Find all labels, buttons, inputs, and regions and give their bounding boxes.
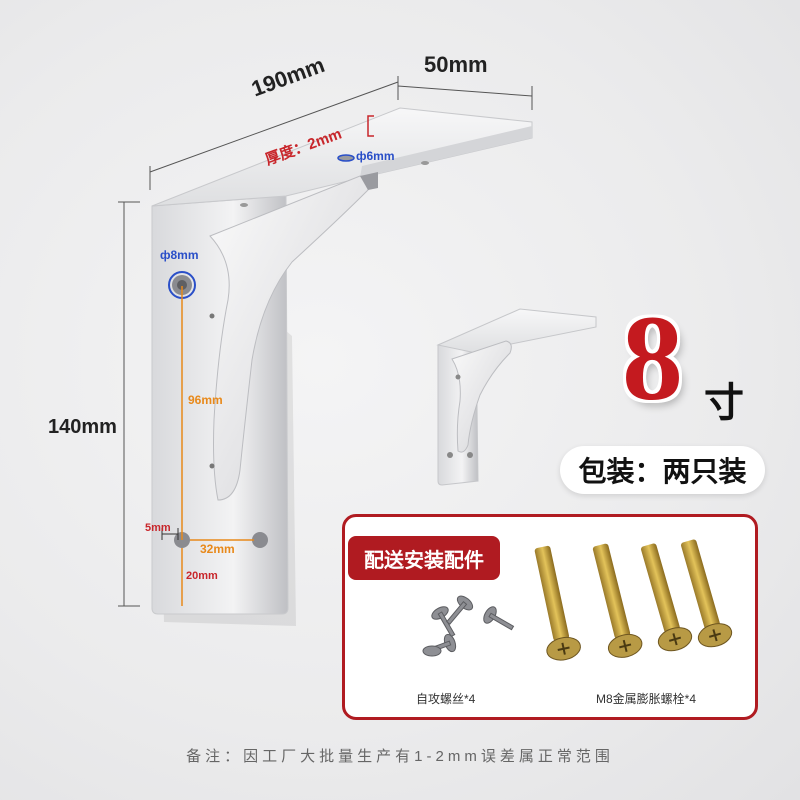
hole-6mm (337, 154, 355, 162)
dim-height: 140mm (48, 416, 117, 438)
packaging-badge: 包装：两只装 (560, 446, 765, 494)
expansion-bolts-icon (534, 539, 733, 661)
dim-hole-vertical: 96mm (188, 393, 223, 407)
dim-small-hole: ф6mm (356, 149, 395, 163)
dim-edge-side: 5mm (145, 522, 171, 534)
dim-width: 50mm (424, 52, 488, 77)
support-web (209, 175, 369, 501)
size-number: 8 (622, 291, 683, 426)
footnote: 备注：因工厂大批量生产有1-2mm误差属正常范围 (186, 748, 614, 765)
small-bracket-illustration (436, 308, 597, 486)
accessory-label-screws: 自攻螺丝*4 (416, 692, 476, 706)
dim-edge-bottom: 20mm (186, 570, 218, 582)
dim-large-hole: ф8mm (160, 248, 199, 262)
accessory-label-bolts: M8金属膨胀螺栓*4 (596, 692, 697, 706)
screws-icon (422, 595, 515, 657)
size-unit: 寸 (704, 381, 744, 425)
accessories-title: 配送安装配件 (348, 536, 500, 580)
dim-hole-horizontal: 32mm (200, 542, 235, 556)
